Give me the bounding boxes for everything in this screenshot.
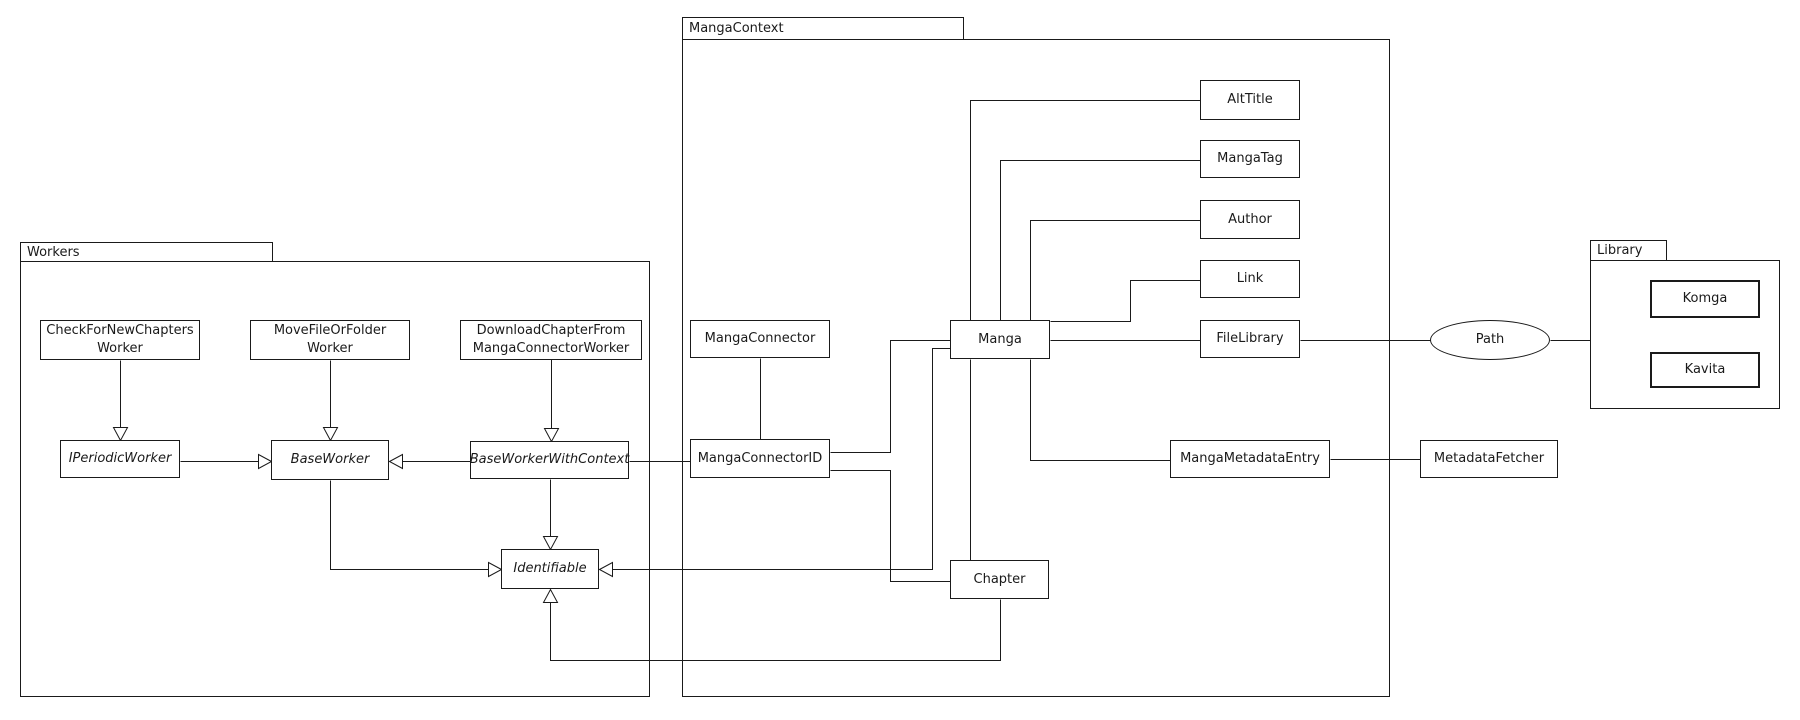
edge-line	[1000, 160, 1201, 321]
node-manga-connector-id: MangaConnectorID	[690, 439, 830, 478]
node-alt-title: AltTitle	[1200, 80, 1300, 120]
edge-mangaconnectorid-to-manga	[830, 340, 951, 453]
node-kavita: Kavita	[1650, 352, 1760, 388]
node-link: Link	[1200, 260, 1300, 298]
edge-manga-to-identifiable	[598, 348, 951, 578]
generalization-arrowhead	[322, 427, 339, 442]
node-chapter: Chapter	[950, 560, 1049, 599]
generalization-arrowhead	[388, 453, 403, 470]
node-author: Author	[1200, 200, 1300, 239]
edge-line	[612, 348, 951, 570]
edge-chapter-to-identifiable	[542, 588, 1001, 661]
node-path-ellipse: Path	[1430, 320, 1550, 360]
generalization-arrowhead	[258, 453, 273, 470]
node-metadata-fetcher: MetadataFetcher	[1420, 440, 1558, 478]
generalization-arrowhead	[598, 561, 613, 578]
edge-manga-to-mangatag	[1000, 160, 1201, 321]
edge-line	[330, 480, 489, 570]
package-library-label: Library	[1597, 243, 1643, 258]
edge-check-to-iperiodicworker	[112, 360, 129, 442]
node-base-worker-with-context: BaseWorkerWithContext	[470, 441, 629, 479]
node-manga-tag: MangaTag	[1200, 140, 1300, 178]
generalization-arrowhead	[112, 427, 129, 442]
node-file-library: FileLibrary	[1200, 320, 1300, 358]
edge-baseworkerwithcontext-to-baseworker	[388, 453, 471, 470]
edge-manga-to-mangametadataentry	[1030, 359, 1171, 461]
node-manga: Manga	[950, 320, 1050, 359]
node-manga-metadata-entry: MangaMetadataEntry	[1170, 440, 1330, 478]
edge-mangaconnectorid-to-chapter	[830, 470, 951, 582]
edge-manga-to-link	[1050, 280, 1201, 322]
edge-line	[1030, 220, 1201, 321]
package-mangacontext-label: MangaContext	[689, 21, 784, 36]
edge-line	[830, 340, 951, 453]
generalization-arrowhead	[542, 536, 559, 551]
package-workers-label: Workers	[27, 244, 80, 260]
node-move-file-or-folder-worker: MoveFileOrFolder Worker	[250, 320, 410, 360]
generalization-arrowhead	[542, 588, 559, 603]
edge-manga-to-author	[1030, 220, 1201, 321]
node-base-worker: BaseWorker	[271, 440, 389, 480]
edge-manga-to-alttitle	[970, 100, 1201, 321]
package-workers-body	[20, 261, 650, 697]
package-library-tab: Library	[1590, 240, 1667, 261]
edge-line	[970, 100, 1201, 321]
package-mangacontext-body	[682, 39, 1390, 697]
node-manga-connector: MangaConnector	[690, 320, 830, 358]
edge-line	[550, 599, 1001, 661]
edge-move-to-baseworker	[322, 360, 339, 442]
node-download-chapter-from-manga-connector-worker: DownloadChapterFrom MangaConnectorWorker	[460, 320, 642, 360]
generalization-arrowhead	[488, 561, 503, 578]
node-check-for-new-chapters-worker: CheckForNewChapters Worker	[40, 320, 200, 360]
edge-line	[1030, 359, 1171, 461]
generalization-arrowhead	[543, 428, 560, 443]
package-library-body	[1590, 260, 1780, 409]
edge-baseworkerwithcontext-to-identifiable	[542, 479, 559, 551]
node-komga: Komga	[1650, 280, 1760, 318]
edge-iperiodicworker-to-baseworker	[180, 453, 273, 470]
edge-download-to-baseworkerwithcontext	[543, 359, 560, 443]
edge-line	[830, 470, 951, 582]
node-identifiable: Identifiable	[501, 549, 599, 589]
node-i-periodic-worker: IPeriodicWorker	[60, 440, 180, 478]
edge-baseworker-to-identifiable	[330, 480, 503, 578]
edge-line	[1050, 280, 1201, 322]
